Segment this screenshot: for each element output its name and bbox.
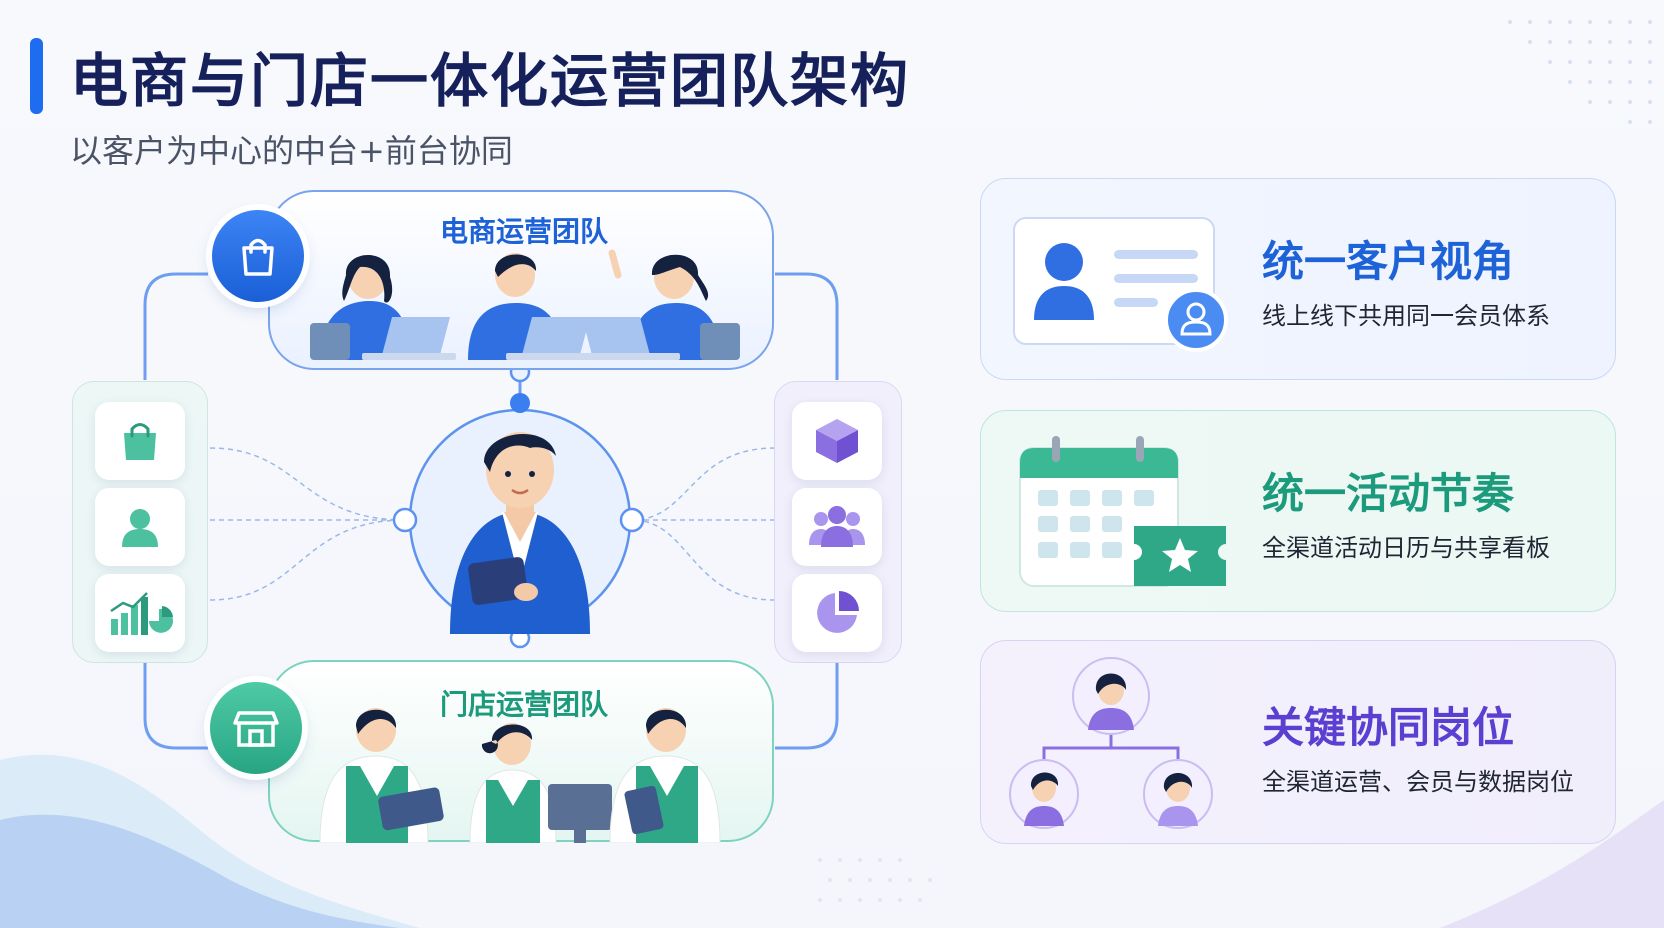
decorative-wave-right — [1440, 800, 1664, 928]
title-accent-bar — [30, 38, 43, 114]
card-title-customer-view: 统一客户视角 — [1262, 237, 1515, 286]
member-card-icon — [1013, 217, 1228, 352]
left-tile-chart — [95, 574, 185, 652]
page-subtitle: 以客户为中心的中台+前台协同 — [70, 132, 513, 170]
card-title-key-roles: 关键协同岗位 — [1262, 703, 1515, 752]
right-tile-pie — [792, 574, 882, 652]
shopping-bag-icon — [242, 238, 274, 276]
decorative-dot-pattern — [1508, 20, 1652, 124]
cube-icon — [816, 419, 858, 463]
calendar-ticket-icon — [1019, 436, 1226, 587]
ecommerce-team-label: 电商运营团队 — [440, 215, 609, 248]
ecommerce-team-illustration — [310, 249, 740, 360]
org-chart-icon — [1009, 657, 1213, 829]
left-tile-shopping — [95, 402, 185, 480]
card-title-activity-rhythm: 统一活动节奏 — [1262, 469, 1515, 518]
right-tile-group — [792, 488, 882, 566]
left-tile-user — [95, 488, 185, 566]
store-team-illustration — [319, 708, 721, 843]
card-desc-key-roles: 全渠道运营、会员与数据岗位 — [1262, 768, 1574, 796]
page-title: 电商与门店一体化运营团队架构 — [70, 47, 911, 115]
storefront-icon — [233, 711, 279, 747]
decorative-wave-left — [0, 754, 420, 928]
bar-chart-icon — [110, 592, 173, 635]
group-icon — [809, 506, 865, 547]
pie-chart-icon — [817, 591, 859, 633]
store-team-badge — [210, 682, 302, 774]
manager-person-icon — [450, 432, 590, 634]
card-desc-activity-rhythm: 全渠道活动日历与共享看板 — [1262, 534, 1550, 562]
user-icon — [122, 509, 158, 547]
right-tile-cube — [792, 402, 882, 480]
decorative-dot-pattern-bottom — [818, 858, 932, 902]
card-desc-customer-view: 线上线下共用同一会员体系 — [1262, 302, 1550, 330]
ecommerce-team-badge — [212, 210, 304, 302]
shopping-bag-icon — [124, 423, 156, 460]
store-team-label: 门店运营团队 — [440, 688, 609, 721]
